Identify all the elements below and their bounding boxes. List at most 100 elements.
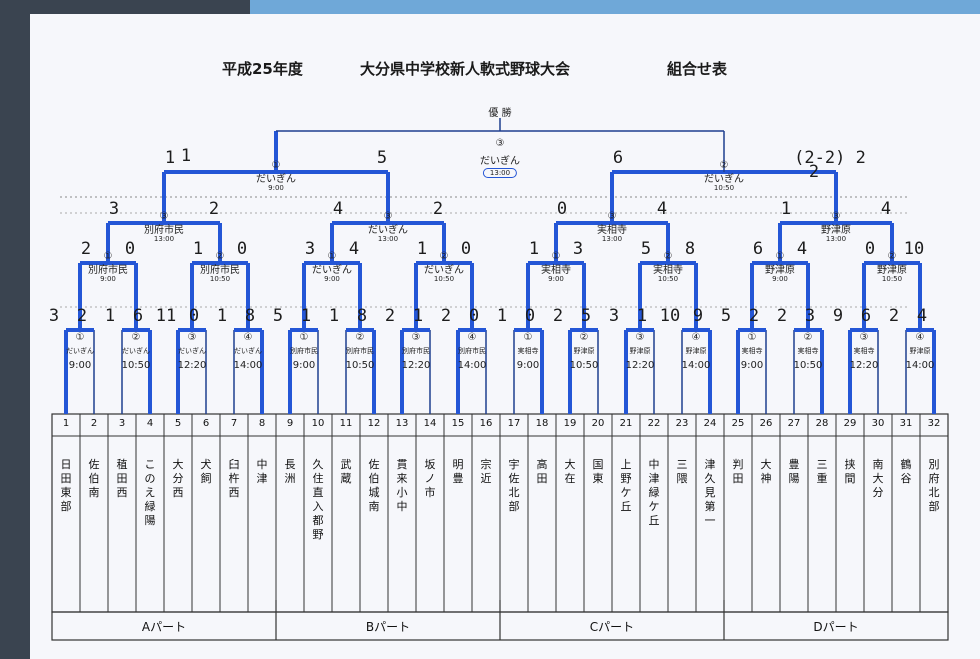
game-number: ② <box>719 160 729 171</box>
handwritten-score: 6 <box>860 306 872 326</box>
game-number: ② <box>215 251 225 262</box>
game-time: 10:50 <box>121 360 151 371</box>
game-venue: 別府市民 <box>144 225 184 236</box>
handwritten-score: 1 <box>412 306 424 326</box>
team-number: 10 <box>311 418 325 429</box>
champion-label: 優 勝 <box>488 108 512 119</box>
game-number: ② <box>439 251 449 262</box>
team-number: 28 <box>815 418 829 429</box>
game-venue: 野津原 <box>629 347 651 355</box>
game-number: ① <box>775 251 785 262</box>
game-number: ③ <box>159 211 169 222</box>
game-time: 13:00 <box>377 235 399 243</box>
part-label-3: Dパート <box>813 620 859 634</box>
game-time: 9:00 <box>740 360 764 371</box>
game-venue: 別府市民 <box>88 265 128 276</box>
game-venue: だいぎん <box>424 265 464 276</box>
team-name: 津久見第一 <box>704 458 716 527</box>
handwritten-score: 2 <box>748 306 760 326</box>
handwritten-score: 5 <box>580 306 592 326</box>
handwritten-score: 1 <box>496 306 508 326</box>
team-number: 29 <box>843 418 857 429</box>
game-time: 9:00 <box>68 360 92 371</box>
team-number: 1 <box>62 418 70 429</box>
team-name: 貫来小中 <box>396 458 408 513</box>
team-name: 犬飼 <box>200 458 212 485</box>
game-number: ③ <box>859 332 869 343</box>
game-time: 10:50 <box>881 275 903 283</box>
handwritten-score: 9 <box>832 306 844 326</box>
handwritten-score: 5 <box>272 306 284 326</box>
handwritten-score: 5 <box>640 239 652 259</box>
team-name: 佐伯城南 <box>368 458 380 513</box>
game-time: 14:00 <box>457 360 487 371</box>
team-name: 豊陽 <box>788 458 800 485</box>
team-number: 25 <box>731 418 745 429</box>
team-number: 12 <box>367 418 381 429</box>
team-name: 宗近 <box>480 458 492 485</box>
team-name: 武蔵 <box>340 458 352 485</box>
team-number: 30 <box>871 418 885 429</box>
team-number: 20 <box>591 418 605 429</box>
game-venue: 別府市民 <box>402 347 430 355</box>
game-time: 12:20 <box>401 360 431 371</box>
handwritten-score: 2 <box>776 306 788 326</box>
game-time: 10:50 <box>793 360 823 371</box>
game-time: 13:00 <box>601 235 623 243</box>
handwritten-score: 2 <box>432 199 444 219</box>
game-number: ④ <box>915 332 925 343</box>
handwritten-score: 3 <box>804 306 816 326</box>
final-venue: だいぎん <box>480 156 520 167</box>
handwritten-score: 5 <box>376 148 388 168</box>
team-number: 14 <box>423 418 437 429</box>
game-time: 9:00 <box>324 275 340 283</box>
team-name: このえ緑陽 <box>144 458 156 527</box>
team-number: 11 <box>339 418 353 429</box>
game-time: 12:20 <box>849 360 879 371</box>
team-name: 久住直入都野 <box>312 458 324 541</box>
final-game-number: ③ <box>495 138 505 149</box>
team-name: 上野ケ丘 <box>620 458 632 513</box>
handwritten-score: 1 <box>164 148 176 168</box>
team-name: 中津緑ケ丘 <box>648 458 660 527</box>
handwritten-score: 11 <box>155 306 177 326</box>
game-venue: 実相寺 <box>741 347 763 355</box>
game-time: 12:20 <box>625 360 655 371</box>
game-number: ③ <box>607 211 617 222</box>
game-number: ④ <box>467 332 477 343</box>
game-time: 10:50 <box>433 275 455 283</box>
handwritten-score: 4 <box>656 199 668 219</box>
team-name: 坂ノ市 <box>424 458 436 499</box>
handwritten-score: 4 <box>880 199 892 219</box>
game-number: ③ <box>831 211 841 222</box>
game-venue: だいぎん <box>122 347 150 355</box>
handwritten-score: 9 <box>692 306 704 326</box>
team-number: 26 <box>759 418 773 429</box>
team-number: 15 <box>451 418 465 429</box>
game-time: 14:00 <box>233 360 263 371</box>
game-time: 9:00 <box>516 360 540 371</box>
handwritten-score: 6 <box>612 148 624 168</box>
team-name: 鶴谷 <box>900 458 912 485</box>
game-number: ① <box>551 251 561 262</box>
game-venue: 野津原 <box>573 347 595 355</box>
team-name: 高田 <box>536 458 548 485</box>
game-number: ③ <box>411 332 421 343</box>
game-number: ② <box>131 332 141 343</box>
handwritten-score: 1 <box>780 199 792 219</box>
team-number: 22 <box>647 418 661 429</box>
team-name: 南大分 <box>872 458 884 499</box>
handwritten-score: 3 <box>608 306 620 326</box>
handwritten-score: 0 <box>460 239 472 259</box>
game-venue: 実相寺 <box>853 347 875 355</box>
handwritten-score: 3 <box>304 239 316 259</box>
handwritten-score: 1 <box>104 306 116 326</box>
game-venue: 実相寺 <box>797 347 819 355</box>
handwritten-score: 0 <box>124 239 136 259</box>
handwritten-score: 8 <box>356 306 368 326</box>
handwritten-score: 4 <box>348 239 360 259</box>
part-label-0: Aパート <box>141 620 187 634</box>
handwritten-score: 1 <box>216 306 228 326</box>
handwritten-score: 2 <box>888 306 900 326</box>
game-venue: 別府市民 <box>346 347 374 355</box>
